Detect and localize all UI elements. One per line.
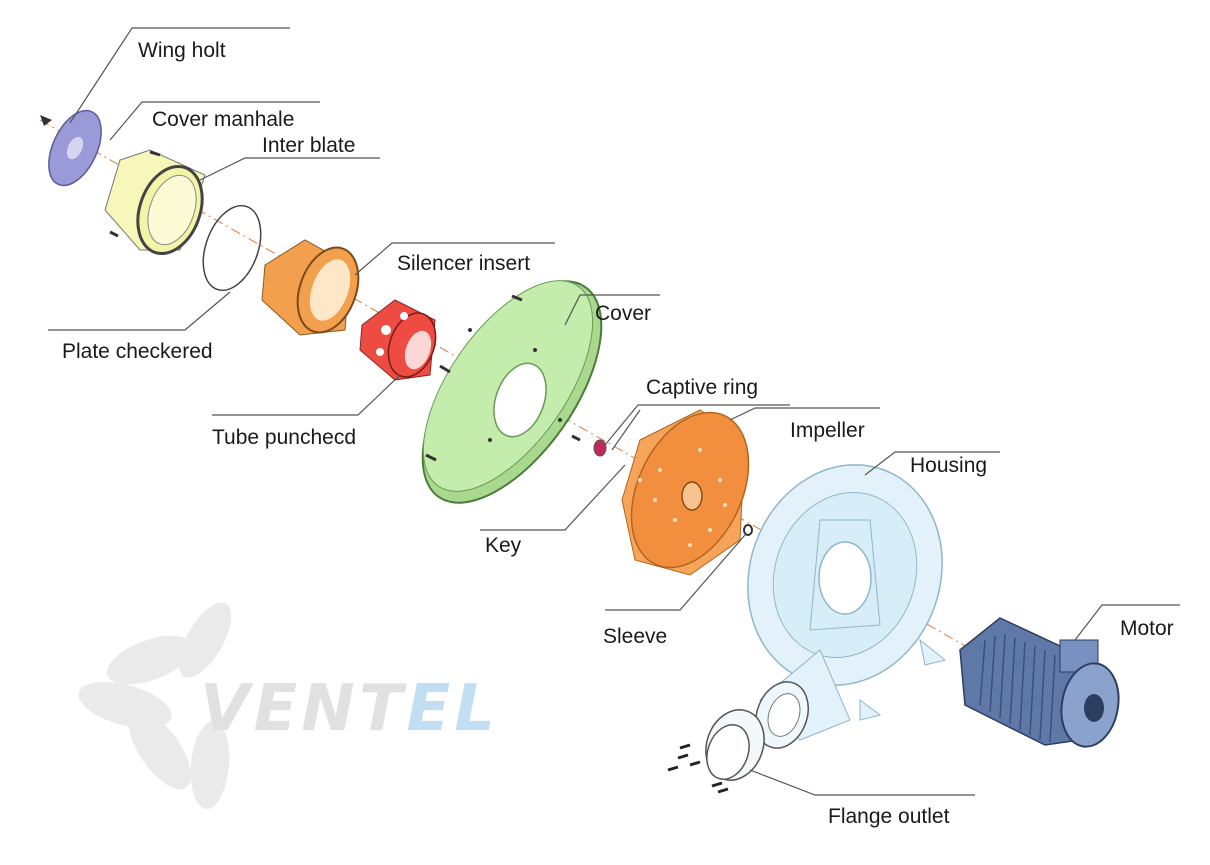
leader-lines — [48, 27, 1180, 796]
label-key: Key — [485, 534, 522, 557]
label-cover: Cover — [595, 302, 651, 325]
inter-plate-part — [202, 204, 262, 292]
label-silencer-insert: Silencer insert — [397, 252, 530, 275]
impeller-part — [621, 409, 753, 576]
label-cover-manhale: Cover manhale — [152, 108, 294, 131]
label-wing-holt: Wing holt — [138, 39, 226, 62]
cover-manhole-part — [104, 149, 206, 256]
silencer-insert-part — [261, 239, 360, 336]
cover-part — [421, 280, 603, 504]
label-tube-punched: Tube punchecd — [212, 426, 356, 449]
label-flange-outlet: Flange outlet — [828, 805, 950, 828]
tube-punched-part — [359, 299, 437, 381]
watermark-part2: EL — [406, 672, 499, 746]
label-sleeve: Sleeve — [603, 625, 667, 648]
wing-bolt-part — [40, 109, 102, 187]
label-motor: Motor — [1120, 617, 1174, 640]
fan-logo-icon — [78, 602, 232, 809]
label-plate-checkered: Plate checkered — [62, 340, 213, 363]
housing-part — [747, 464, 947, 741]
part-labels: Wing holt Cover manhale Inter blate Sile… — [62, 39, 1174, 828]
motor-part — [959, 617, 1120, 748]
ventel-watermark: VENTEL — [78, 602, 499, 809]
label-inter-blate: Inter blate — [262, 134, 355, 157]
label-captive-ring: Captive ring — [646, 376, 758, 399]
watermark-part1: VENT — [200, 672, 407, 746]
label-impeller: Impeller — [790, 419, 865, 442]
captive-ring-part — [571, 434, 607, 457]
watermark-text: VENTEL — [200, 672, 499, 746]
label-housing: Housing — [910, 454, 987, 477]
flange-outlet-part — [667, 681, 809, 794]
